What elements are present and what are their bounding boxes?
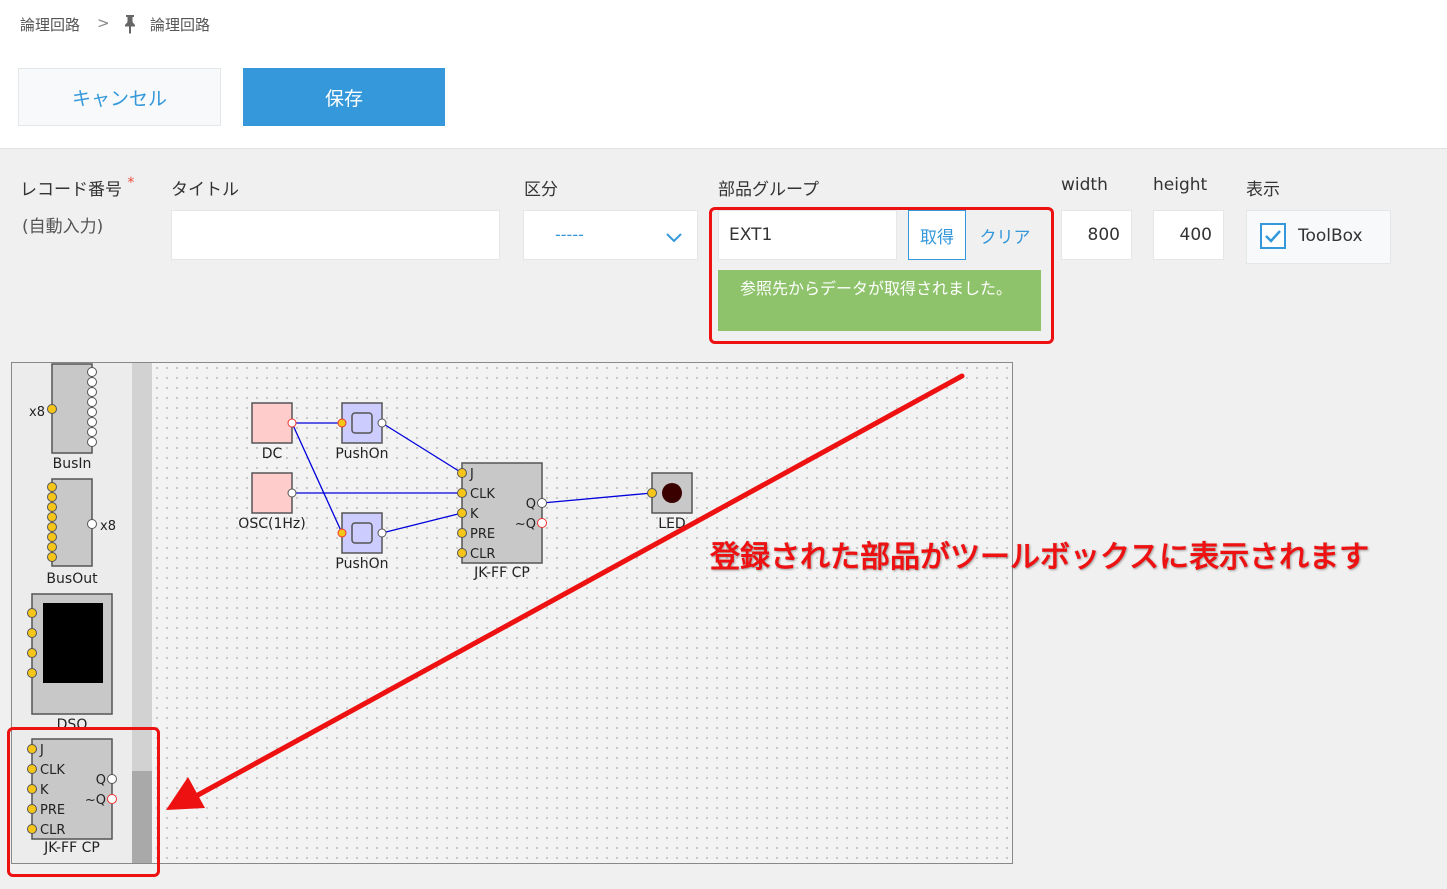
circuit-dc[interactable]: DC: [251, 402, 297, 462]
save-button[interactable]: 保存: [243, 68, 445, 126]
toolbox-parts: x8 BusIn x8 BusOut: [27, 363, 117, 856]
toolbox-scrollbar-thumb[interactable]: [132, 771, 152, 863]
height-input[interactable]: 400: [1153, 210, 1224, 260]
category-label: 区分: [524, 180, 558, 200]
record-number-label: レコード番号 *: [20, 175, 135, 200]
busout-label: BusOut: [46, 571, 98, 587]
highlight-parts-group: [709, 207, 1054, 344]
jkff-pin-j: J: [39, 743, 44, 758]
circuit-jkff-pin-k: K: [470, 507, 479, 522]
height-label: height: [1153, 175, 1208, 195]
jkff-out-q: Q: [96, 773, 106, 788]
circuit-led[interactable]: LED: [647, 472, 693, 532]
busin-count: x8: [29, 405, 45, 420]
display-label: 表示: [1246, 180, 1280, 200]
pushon-1-label: PushOn: [335, 446, 388, 462]
title-input[interactable]: [171, 210, 500, 260]
jkff-pin-clr: CLR: [40, 823, 65, 838]
toolbox-toggle[interactable]: ToolBox: [1246, 210, 1391, 264]
pin-icon: [123, 14, 137, 38]
circuit-pushon-2[interactable]: PushOn: [335, 512, 389, 572]
busin-label: BusIn: [53, 456, 92, 472]
toolbox-dso[interactable]: DSO: [27, 593, 113, 733]
jkff-pin-pre: PRE: [40, 803, 65, 818]
annotation-text: 登録された部品がツールボックスに表示されます: [710, 540, 1370, 575]
dc-label: DC: [262, 446, 283, 462]
jkff-out-nq: ~Q: [85, 793, 106, 808]
toolbox-busout[interactable]: x8 BusOut: [46, 478, 116, 587]
toolbox-jkff-label: JK-FF CP: [43, 840, 100, 856]
toolbox-busin[interactable]: x8 BusIn: [29, 363, 97, 472]
circuit-jkff-pin-pre: PRE: [470, 527, 495, 542]
toolbox-panel: x8 BusIn x8 BusOut: [12, 363, 132, 863]
osc-label: OSC(1Hz): [238, 516, 305, 532]
parts-group-value: EXT1: [729, 225, 773, 245]
breadcrumb-current: 論理回路: [150, 16, 211, 34]
required-mark: *: [127, 175, 135, 191]
circuit-jkff-pin-clr: CLR: [470, 547, 495, 562]
width-input[interactable]: 800: [1061, 210, 1132, 260]
category-select[interactable]: -----: [523, 210, 698, 260]
width-label: width: [1061, 175, 1108, 195]
category-selected-value: -----: [555, 225, 584, 244]
pushon-2-label: PushOn: [335, 556, 388, 572]
circuit-canvas[interactable]: x8 BusIn x8 BusOut: [11, 362, 1013, 864]
title-label: タイトル: [171, 180, 239, 200]
busout-count: x8: [100, 519, 116, 534]
circuit-jkff[interactable]: J CLK K PRE CLR Q ~Q JK-FF CP: [457, 462, 547, 581]
toolbox-jkff[interactable]: J CLK K PRE CLR Q ~Q JK-FF CP: [27, 738, 117, 856]
record-number-value: (自動入力): [22, 217, 104, 237]
checkbox-checked-icon[interactable]: [1260, 223, 1286, 253]
breadcrumb-app[interactable]: 論理回路: [20, 16, 81, 34]
toolbox-scrollbar[interactable]: [132, 363, 152, 863]
circuit-diagram: DC OSC(1Hz) PushOn PushOn: [238, 402, 693, 581]
parts-group-label: 部品グループ: [718, 180, 819, 200]
toolbox-label: ToolBox: [1298, 226, 1363, 246]
circuit-osc[interactable]: OSC(1Hz): [238, 472, 306, 532]
page-header: 論理回路 > 論理回路 キャンセル 保存: [0, 0, 1447, 149]
cancel-button[interactable]: キャンセル: [18, 68, 221, 126]
circuit-jkff-label: JK-FF CP: [473, 565, 530, 581]
jkff-pin-clk: CLK: [40, 763, 65, 778]
parts-group-input[interactable]: EXT1: [718, 210, 897, 260]
breadcrumb-separator: >: [97, 14, 110, 32]
circuit-jkff-out-q: Q: [526, 497, 536, 512]
jkff-pin-k: K: [40, 783, 49, 798]
chevron-down-icon: [665, 229, 683, 248]
fetch-button[interactable]: 取得: [908, 210, 966, 260]
circuit-jkff-out-nq: ~Q: [515, 517, 536, 532]
circuit-pushon-1[interactable]: PushOn: [335, 402, 389, 462]
led-label: LED: [658, 516, 685, 532]
fetch-success-message: 参照先からデータが取得されました。: [718, 270, 1041, 331]
circuit-jkff-pin-j: J: [469, 467, 474, 482]
circuit-jkff-pin-clk: CLK: [470, 487, 495, 502]
clear-button[interactable]: クリア: [979, 227, 1031, 248]
highlight-toolbox-part: [7, 727, 160, 877]
